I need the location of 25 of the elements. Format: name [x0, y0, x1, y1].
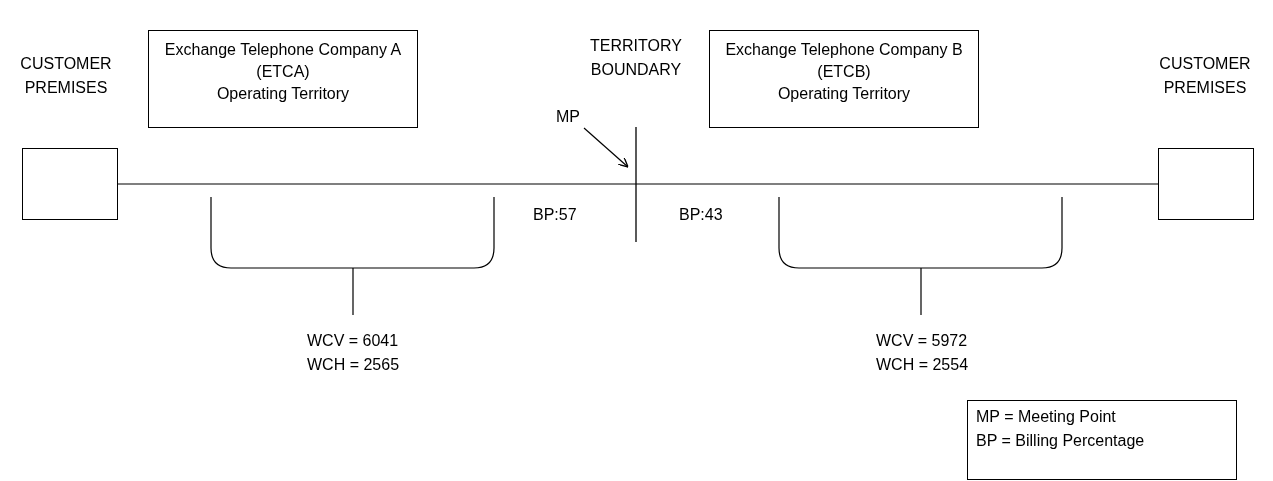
- territory-box: [709, 30, 979, 128]
- wire-center-value: WCV = 6041: [307, 331, 400, 351]
- territory-text: (ETCA): [256, 62, 310, 82]
- billing-percentage: BP:57: [533, 205, 578, 225]
- territory-text: Operating Territory: [777, 84, 911, 104]
- territory-box: [148, 30, 418, 128]
- boundary-label: TERRITORY BOUNDARY: [589, 36, 683, 80]
- premises-label: CUSTOMER PREMISES: [19, 54, 113, 98]
- meeting-point-label: MP: [556, 106, 586, 128]
- territory-text: Operating Territory: [216, 84, 350, 104]
- wire-center-value: WCV = 5972: [876, 331, 969, 351]
- connector-line: [117, 183, 1159, 185]
- wire-center-value: WCH = 2565: [307, 355, 401, 375]
- key-entry: MP = Meeting Point: [976, 407, 1117, 427]
- territory-text: Exchange Telephone Company B: [725, 40, 963, 60]
- wire-center-value: WCH = 2554: [876, 355, 970, 375]
- premises-box: [1158, 148, 1254, 220]
- territory-text: (ETCB): [817, 62, 871, 82]
- territory-text: Exchange Telephone Company A: [164, 40, 402, 60]
- key-entry: BP = Billing Percentage: [976, 431, 1146, 451]
- leader-arrow: [583, 127, 629, 168]
- key-box: [967, 400, 1237, 480]
- premises-label: CUSTOMER PREMISES: [1158, 54, 1252, 98]
- billing-percentage: BP:43: [679, 205, 724, 225]
- premises-box: [22, 148, 118, 220]
